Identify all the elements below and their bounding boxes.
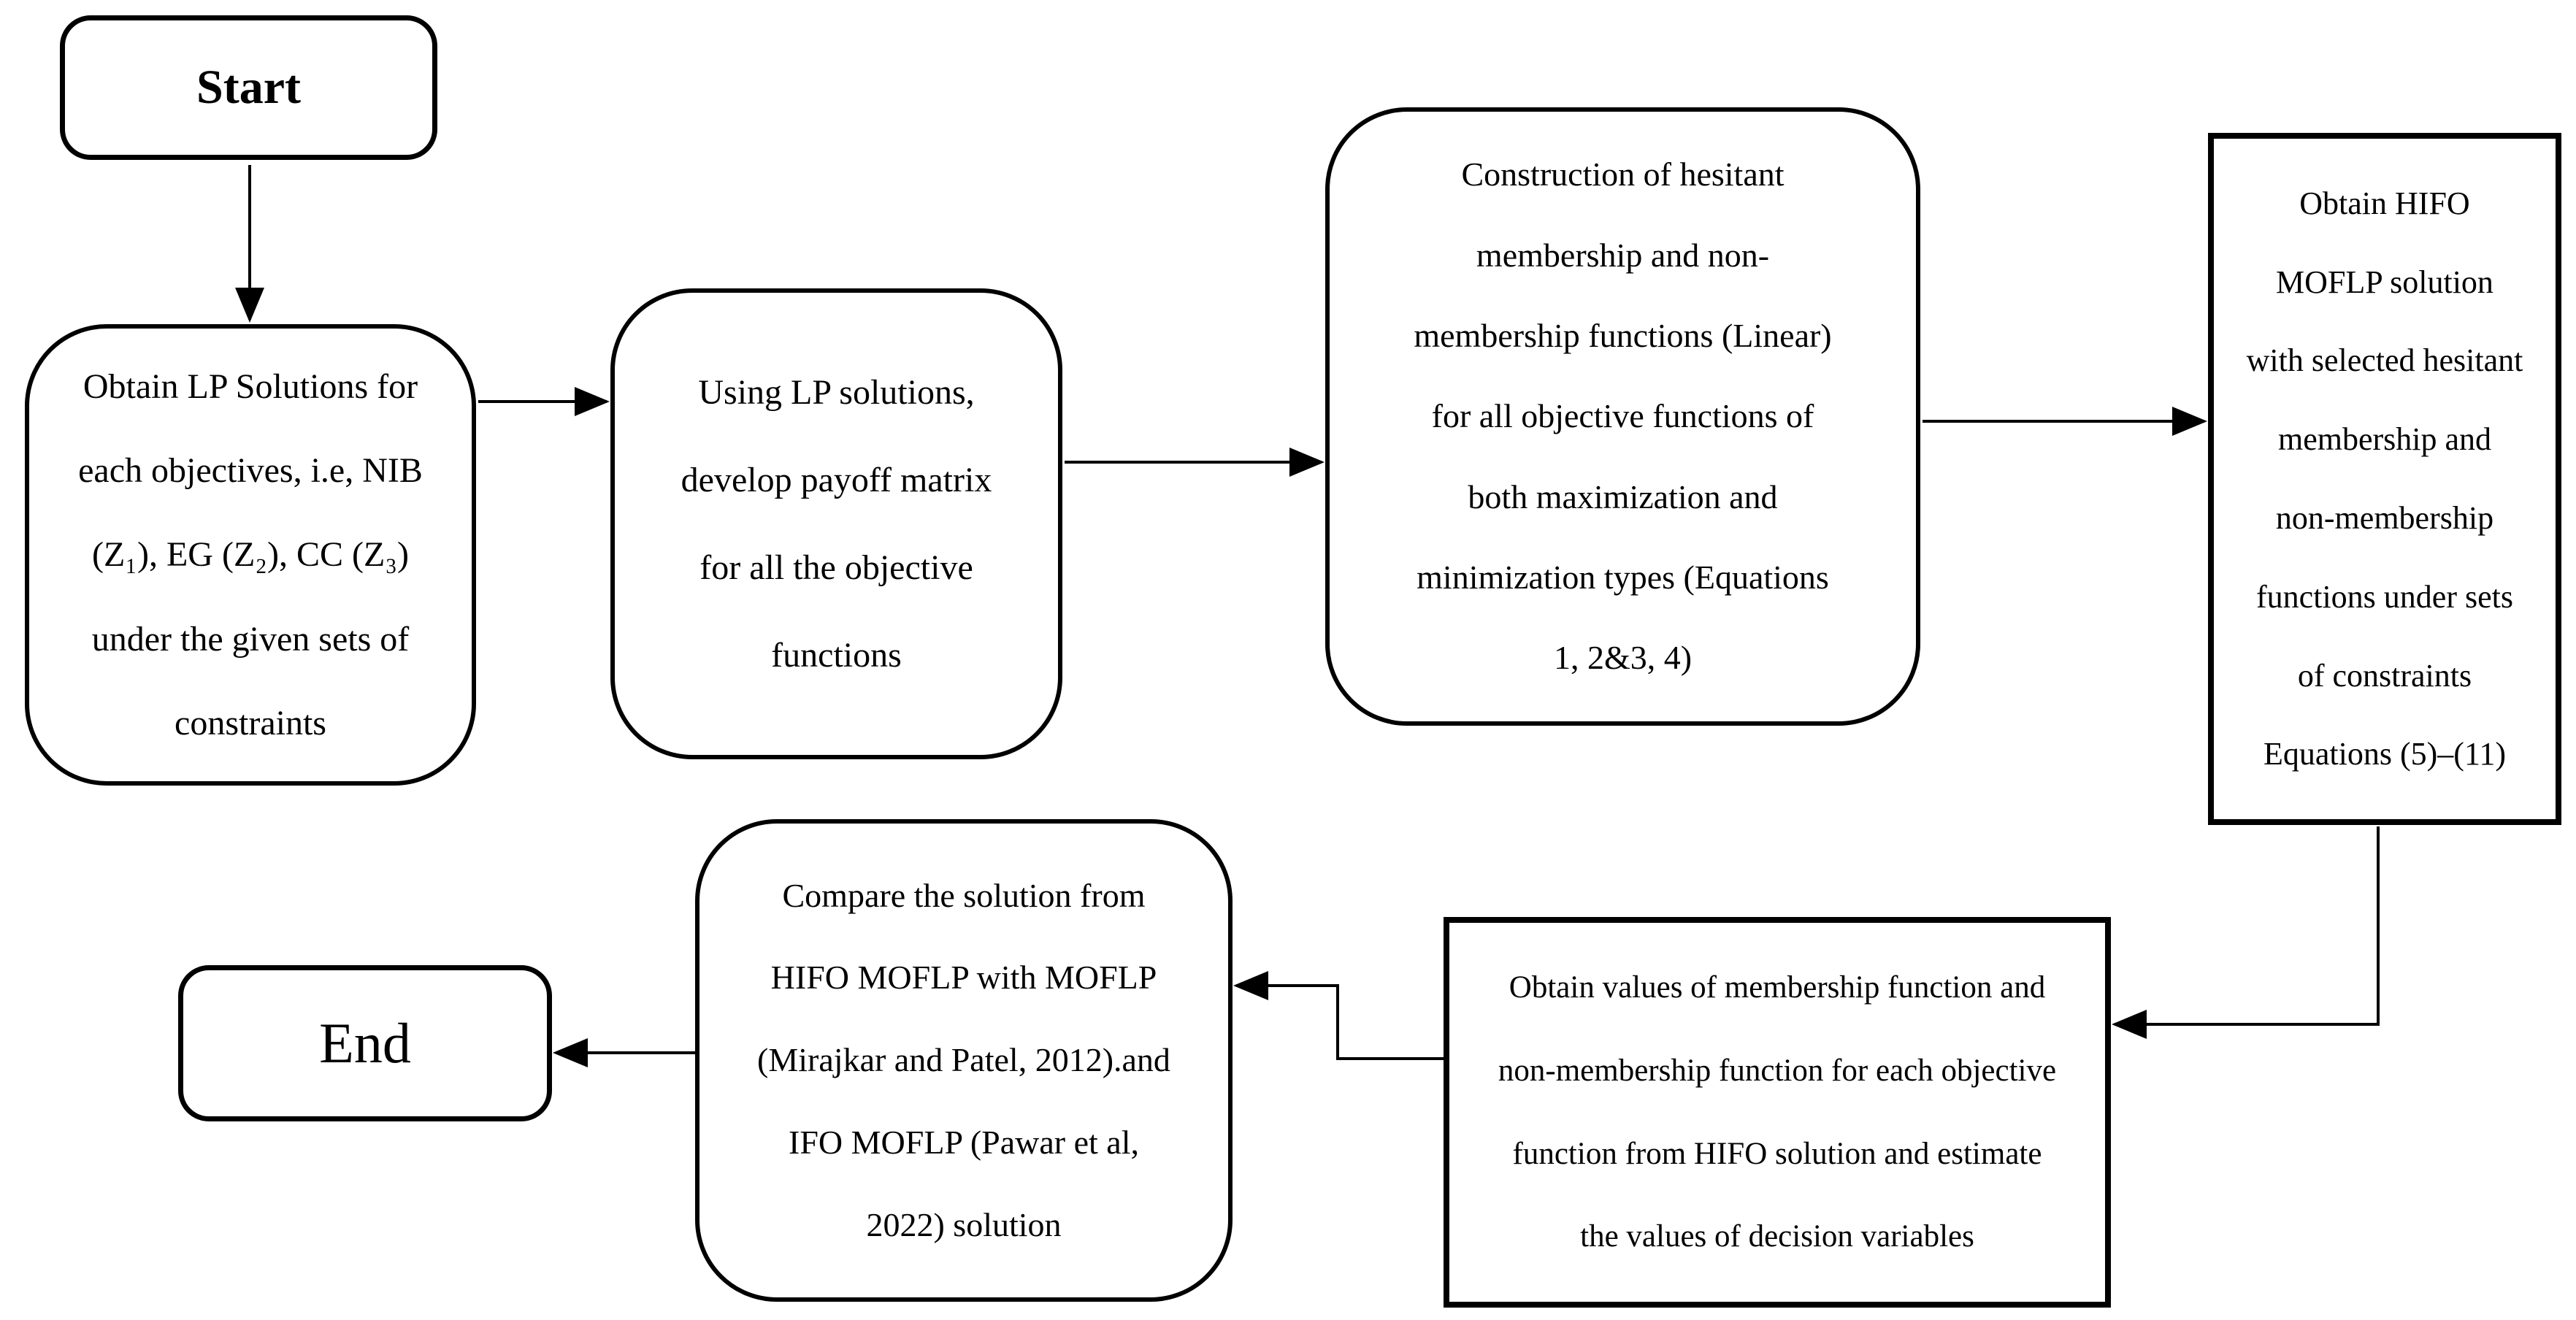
construct-membership-functions-text: Construction of hesitant membership and … [1414, 156, 1832, 677]
arrow-values-to-compare [1233, 971, 1446, 1060]
end-label: End [319, 1011, 411, 1075]
obtain-membership-values-node: Obtain values of membership function and… [1444, 917, 2111, 1308]
obtain-hifo-solution-text: Obtain HIFO MOFLP solution with selected… [2246, 185, 2523, 772]
construct-membership-functions-node: Construction of hesitant membership and … [1325, 107, 1920, 726]
develop-payoff-matrix-node: Using LP solutions, develop payoff matri… [610, 288, 1062, 759]
obtain-lp-solutions-text: Obtain LP Solutions for each objectives,… [78, 367, 423, 742]
develop-payoff-matrix-text: Using LP solutions, develop payoff matri… [681, 372, 992, 675]
arrow-hifo-to-values [2112, 826, 2380, 1039]
obtain-lp-solutions-node: Obtain LP Solutions for each objectives,… [25, 324, 476, 786]
end-node: End [178, 965, 552, 1121]
start-label: Start [196, 61, 301, 115]
start-node: Start [60, 15, 437, 160]
compare-solutions-text: Compare the solution from HIFO MOFLP wit… [757, 876, 1170, 1243]
obtain-hifo-solution-node: Obtain HIFO MOFLP solution with selected… [2208, 133, 2561, 825]
obtain-membership-values-text: Obtain values of membership function and… [1498, 970, 2057, 1254]
compare-solutions-node: Compare the solution from HIFO MOFLP wit… [695, 819, 1233, 1302]
